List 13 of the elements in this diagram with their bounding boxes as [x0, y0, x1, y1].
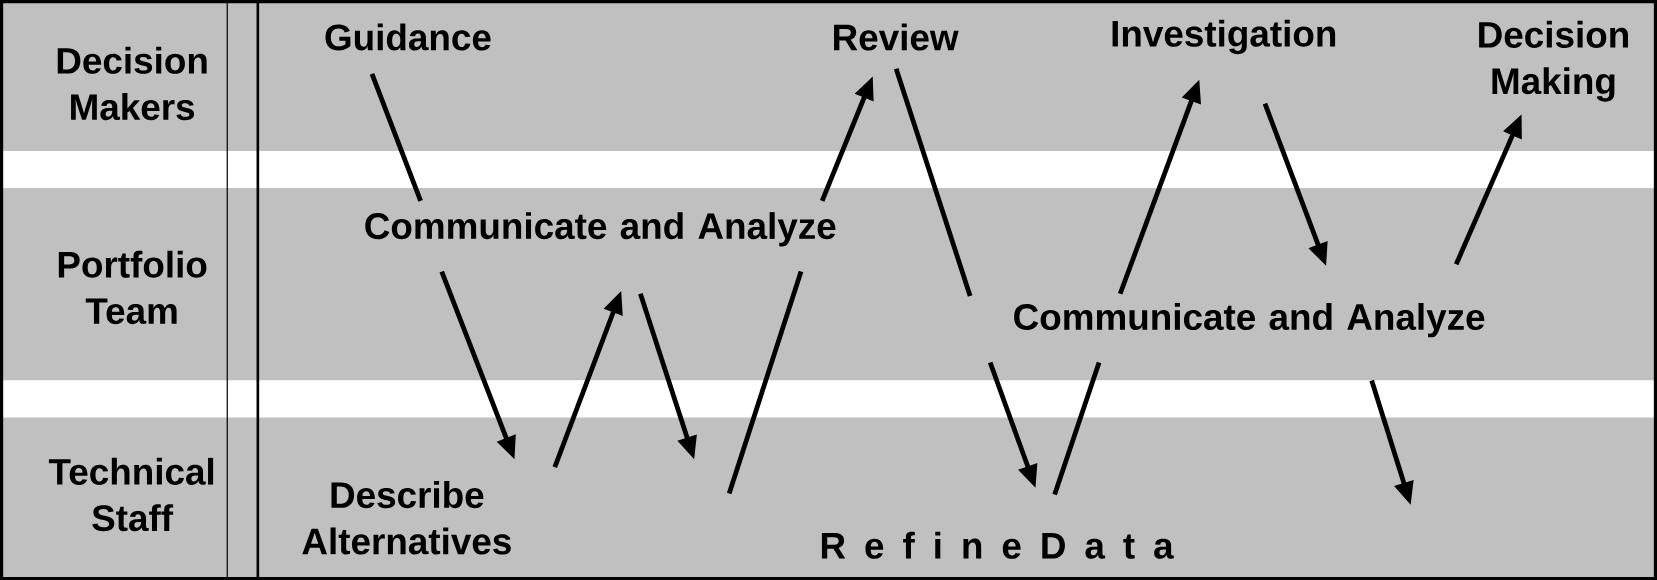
- lane-label: Decision Makers: [57, 46, 207, 121]
- connector-line: [893, 67, 973, 297]
- step-label: R e f i n e D a t a: [821, 531, 1174, 559]
- lane-label: Technical Staff: [48, 457, 214, 532]
- step-label: Communicate and Analyze: [365, 212, 836, 247]
- step-label: Decision Making: [1479, 20, 1628, 102]
- step-label: Review: [834, 23, 959, 51]
- connector-line: [726, 270, 804, 495]
- step-label: Describe Alternatives: [302, 481, 511, 555]
- step-label: Investigation: [1112, 19, 1336, 55]
- lane-label: Portfolio Team: [58, 250, 207, 325]
- step-label: Communicate and Analyze: [1014, 302, 1485, 338]
- step-label: Guidance: [325, 23, 491, 51]
